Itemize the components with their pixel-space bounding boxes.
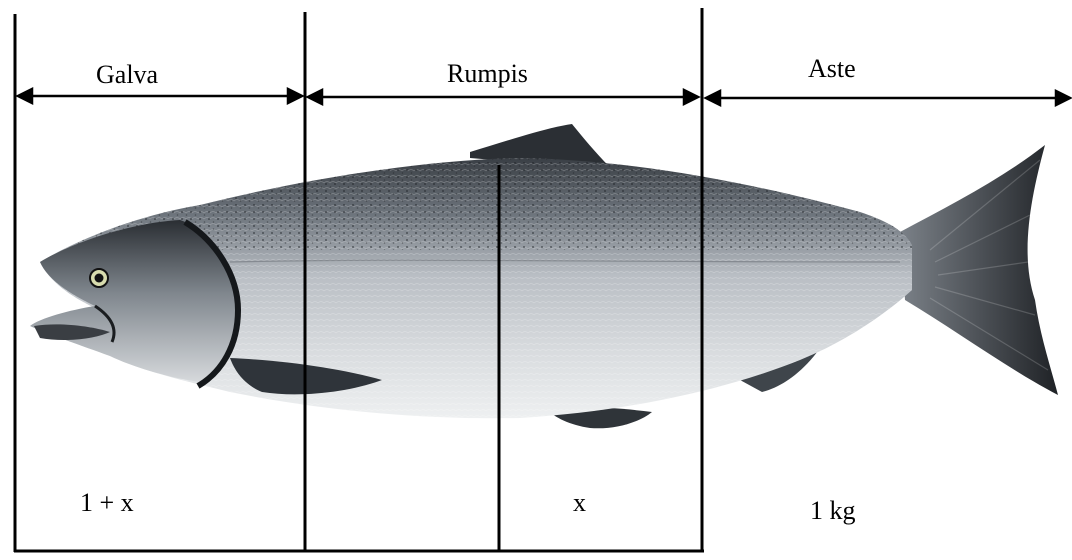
section-arrows [18,89,1070,105]
weight-label-galva: 1 + x [80,490,134,516]
weight-label-aste: 1 kg [810,498,856,524]
section-name-aste: Aste [808,56,856,82]
aste-arrow [706,91,1070,105]
section-name-rumpis: Rumpis [447,61,528,87]
salmon-illustration [30,124,1058,428]
rumpis-arrow [308,90,698,104]
tail-fin [900,145,1058,395]
galva-arrow [18,89,302,103]
section-name-galva: Galva [96,62,158,88]
weight-label-rumpis: x [573,490,586,516]
fish-head [30,220,238,382]
eye [90,269,108,287]
